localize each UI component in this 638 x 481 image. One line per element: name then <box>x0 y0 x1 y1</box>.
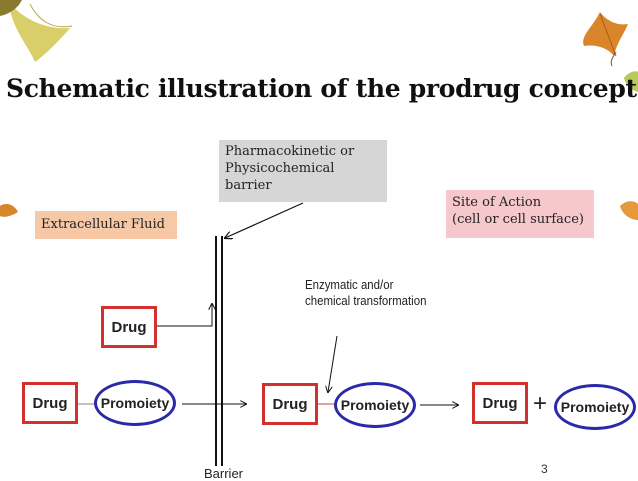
pk-barrier-line1: Pharmacokinetic or <box>225 144 355 159</box>
extracellular-fluid-box: Extracellular Fluid <box>35 211 177 239</box>
promoiety-ellipse-released: Promoiety <box>554 384 636 430</box>
drug-box-prodrug-mid: Drug <box>262 383 318 425</box>
pk-barrier-line3: barrier <box>225 178 272 193</box>
promoiety-ellipse-left: Promoiety <box>94 380 176 426</box>
site-of-action-line1: Site of Action <box>452 195 542 210</box>
site-of-action-box: Site of Action (cell or cell surface) <box>446 190 594 238</box>
leaf-right-small-icon <box>624 71 638 92</box>
leaf-top-right-icon <box>583 12 628 67</box>
leaf-left-small-icon <box>0 204 18 217</box>
enzymatic-line1: Enzymatic and/or <box>305 277 394 292</box>
drug-box-free: Drug <box>101 306 157 348</box>
slide-number: 3 <box>541 462 548 476</box>
pk-barrier-line2: Physicochemical <box>225 161 335 176</box>
pk-pointer-arrow <box>225 202 304 238</box>
leaf-top-left-icon <box>0 0 73 62</box>
promoiety-ellipse-mid: Promoiety <box>334 382 416 428</box>
enzymatic-line2: chemical transformation <box>305 293 427 308</box>
leaf-right-mid-icon <box>620 201 638 220</box>
drug-box-prodrug-left: Drug <box>22 382 78 424</box>
drug-blocked-arrow <box>157 304 212 327</box>
page-title: Schematic illustration of the prodrug co… <box>6 74 637 103</box>
enzymatic-pointer-arrow <box>328 335 338 392</box>
enzymatic-transformation-label: Enzymatic and/or chemical transformation <box>305 277 428 309</box>
pk-barrier-box: Pharmacokinetic or Physicochemical barri… <box>219 140 387 202</box>
plus-sign: + <box>533 390 548 417</box>
barrier-label: Barrier <box>204 466 244 481</box>
drug-box-released: Drug <box>472 382 528 424</box>
site-of-action-line2: (cell or cell surface) <box>452 212 584 227</box>
